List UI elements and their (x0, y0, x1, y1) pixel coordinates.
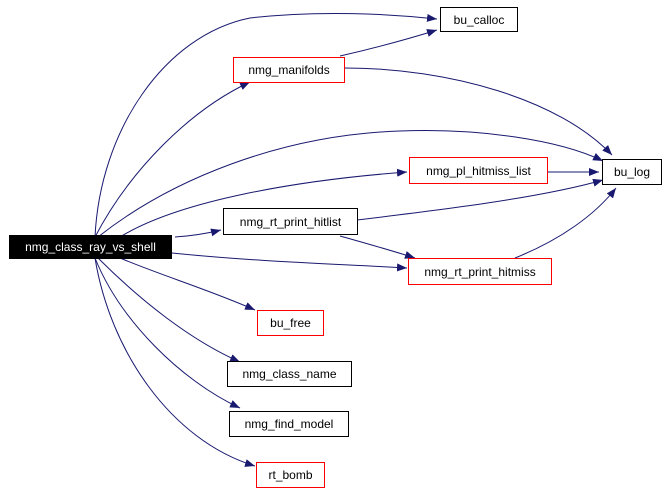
edge-root-to-nmg-pl-hitmiss-list (119, 168, 408, 238)
node-nmg-class-name[interactable]: nmg_class_name (227, 361, 352, 387)
edge-root-to-bu-calloc (94, 12, 438, 238)
node-nmg-find-model[interactable]: nmg_find_model (229, 411, 349, 437)
node-bu-calloc[interactable]: bu_calloc (440, 7, 518, 32)
edge-root-to-nmg-manifolds (94, 81, 251, 238)
edge-nmg-rt-print-hitlist-to-nmg-rt-print-hitmiss (339, 235, 416, 259)
edge-nmg-manifolds-to-bu-calloc (339, 29, 438, 57)
node-nmg-class-ray-vs-shell: nmg_class_ray_vs_shell (9, 235, 172, 259)
edge-root-to-nmg-rt-print-hitlist (174, 228, 222, 238)
node-nmg-pl-hitmiss-list[interactable]: nmg_pl_hitmiss_list (409, 157, 548, 184)
node-nmg-rt-print-hitlist[interactable]: nmg_rt_print_hitlist (223, 208, 358, 235)
edge-root-to-bu-free (119, 257, 256, 311)
call-edges (94, 12, 617, 467)
edge-nmg-rt-print-hitlist-to-bu-log (356, 178, 604, 221)
node-bu-free[interactable]: bu_free (257, 310, 324, 336)
edge-nmg-manifolds-to-bu-log (344, 67, 613, 156)
edge-root-to-bu-log (97, 130, 604, 238)
edge-nmg-rt-print-hitmiss-to-bu-log (514, 187, 617, 259)
node-rt-bomb[interactable]: rt_bomb (256, 462, 325, 488)
edge-root-to-rt-bomb (94, 257, 256, 467)
node-bu-log[interactable]: bu_log (602, 159, 662, 185)
edge-root-to-nmg-class-name (97, 257, 241, 363)
node-nmg-rt-print-hitmiss[interactable]: nmg_rt_print_hitmiss (408, 258, 552, 285)
edge-root-to-nmg-rt-print-hitmiss (171, 252, 408, 272)
edge-root-to-nmg-find-model (94, 257, 241, 409)
node-nmg-manifolds[interactable]: nmg_manifolds (233, 57, 345, 83)
